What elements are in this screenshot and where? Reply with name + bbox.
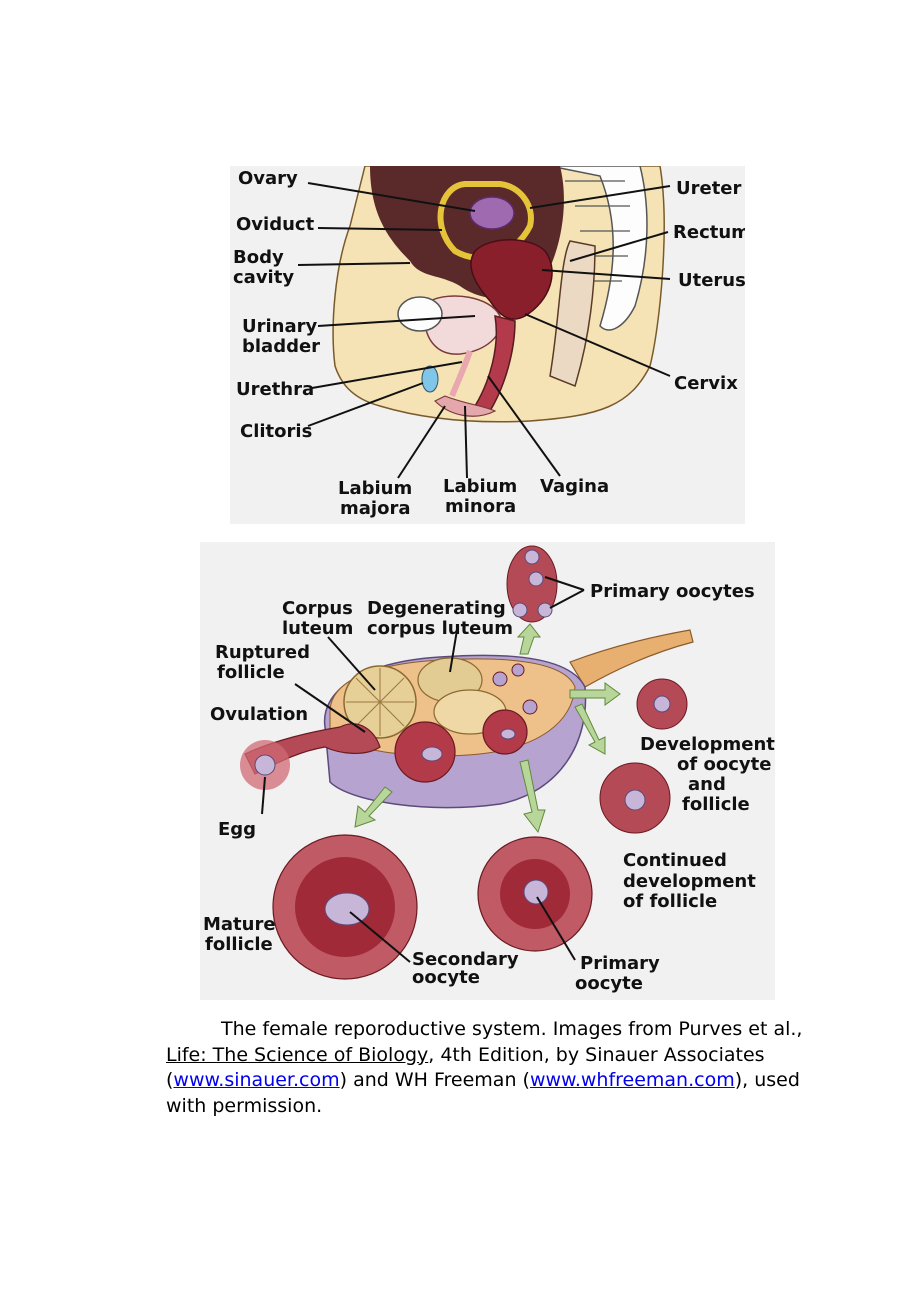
developing-oocyte-medium (624, 789, 646, 811)
developing-oocyte-small (653, 695, 671, 713)
label-labium-minora-line2: minora (445, 496, 516, 517)
label-ovary: Ovary (238, 168, 298, 189)
ovary-shape (469, 196, 515, 230)
label-body-cavity-line2: cavity (233, 267, 294, 288)
caption-text-4: ), used with permission. (166, 1069, 800, 1117)
label-development-line1: Development (640, 734, 775, 755)
label-uterus: Uterus (678, 270, 745, 291)
primary-oocyte-shape (523, 879, 549, 905)
urethra-shape (449, 350, 473, 398)
primary-oocyte-3 (512, 602, 528, 618)
oocyte-in-ovary-2 (500, 728, 516, 740)
label-continued-line1: Continued (623, 850, 727, 871)
caption-text-3: ) and WH Freeman ( (339, 1069, 530, 1091)
uterus-shape (470, 239, 553, 320)
label-development-line4: follicle (682, 794, 750, 815)
label-clitoris: Clitoris (240, 421, 312, 442)
reproductive-anatomy-figure: Ovary Oviduct Body cavity Urinary bladde… (230, 165, 750, 524)
small-follicle-1 (492, 671, 508, 687)
label-mature-follicle-line2: follicle (205, 934, 273, 955)
label-urinary-bladder-line1: Urinary (242, 316, 318, 337)
sinauer-link[interactable]: www.sinauer.com (173, 1069, 340, 1091)
label-ruptured-follicle-line1: Ruptured (215, 642, 310, 663)
label-secondary-oocyte-line2: oocyte (412, 967, 480, 988)
label-secondary-oocyte-line1: Secondary (412, 949, 519, 970)
caption-text-1: The female reporoductive system. Images … (221, 1018, 803, 1040)
label-development-line2: of oocyte (677, 754, 771, 775)
corpus-luteum-texture (346, 668, 414, 736)
book-title: Life: The Science of Biology (166, 1043, 429, 1066)
label-ovulation: Ovulation (210, 704, 308, 725)
small-follicle-3 (522, 699, 538, 715)
primary-oocyte-4 (537, 602, 553, 618)
label-body-cavity-line1: Body (233, 247, 284, 268)
label-primary-oocytes: Primary oocytes (590, 581, 755, 602)
caption-text-2: , 4th Edition, by Sinauer Associates ( (166, 1043, 765, 1092)
primary-oocyte-1 (524, 549, 540, 565)
label-labium-minora-line1: Labium (443, 476, 517, 497)
label-primary-oocyte-line1: Primary (580, 953, 660, 974)
label-degenerating-line1: Degenerating (367, 598, 506, 619)
whfreeman-link[interactable]: www.whfreeman.com (529, 1069, 735, 1091)
ovarian-cycle-figure: Corpus luteum Degenerating corpus luteum… (200, 542, 775, 1000)
development-arrows (354, 623, 621, 834)
label-primary-oocyte-line2: oocyte (575, 973, 643, 994)
small-follicle-2 (511, 663, 525, 677)
label-continued-line2: development (623, 871, 756, 892)
ovarian-ligament (569, 629, 694, 688)
egg-shape (254, 754, 276, 776)
pubic-bone (397, 296, 443, 332)
label-labium-majora-line1: Labium (338, 478, 412, 499)
label-leader-lines (261, 576, 585, 963)
label-urethra: Urethra (236, 379, 314, 400)
vertebrae-lines (565, 180, 630, 282)
oocyte-in-ovary-1 (421, 746, 443, 762)
label-degenerating-line2: corpus luteum (367, 618, 513, 639)
label-mature-follicle-line1: Mature (203, 914, 276, 935)
label-egg: Egg (218, 819, 256, 840)
label-continued-line3: of follicle (623, 891, 717, 912)
label-oviduct: Oviduct (236, 214, 315, 235)
label-ruptured-follicle-line2: follicle (217, 662, 285, 683)
clitoris-shape (421, 365, 439, 393)
label-corpus-luteum-line1: Corpus (282, 598, 353, 619)
bladder-shape (424, 295, 502, 355)
label-rectum: Rectum (673, 222, 745, 243)
label-vagina: Vagina (540, 476, 609, 497)
label-urinary-bladder-line2: bladder (242, 336, 320, 357)
figure-caption: The female reporoductive system. Images … (166, 1017, 806, 1119)
label-ureter: Ureter (676, 178, 742, 199)
label-labium-majora-line2: majora (340, 498, 410, 519)
secondary-oocyte-shape (324, 892, 370, 926)
primary-oocyte-2 (528, 571, 544, 587)
label-corpus-luteum-line2: luteum (282, 618, 353, 639)
anatomy-illustration: Ovary Oviduct Body cavity Urinary bladde… (230, 165, 750, 524)
ovary-illustration: Corpus luteum Degenerating corpus luteum… (200, 542, 775, 1000)
spine (549, 165, 648, 331)
label-development-line3: and (688, 774, 726, 795)
label-leader-lines (297, 182, 671, 479)
label-cervix: Cervix (674, 373, 738, 394)
